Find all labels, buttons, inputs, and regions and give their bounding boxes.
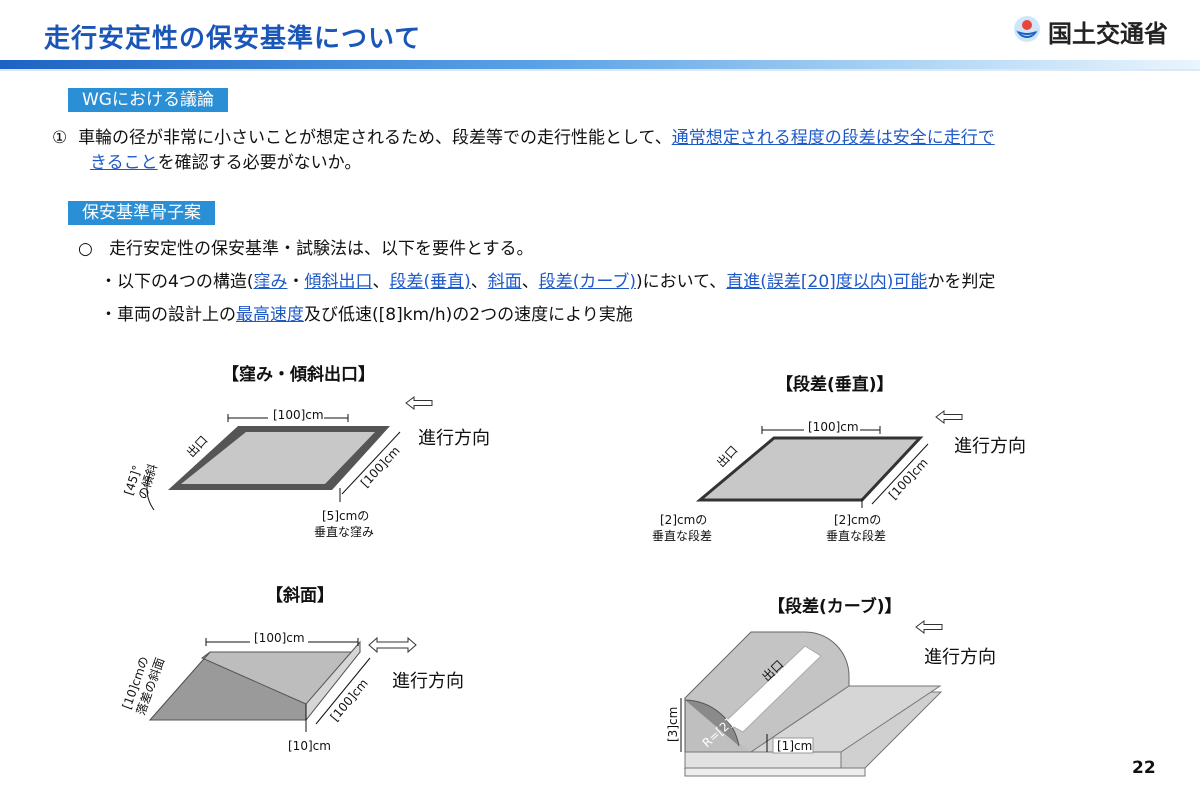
step-vertical-exit-label: 出口 xyxy=(714,443,741,470)
slope-diagram-title: 【斜面】 xyxy=(266,586,334,606)
wg-item-number: ① xyxy=(52,128,68,148)
step-vertical-left-label-2: 垂直な段差 xyxy=(652,528,712,543)
pothole-direction-arrow-icon xyxy=(405,396,433,410)
slope-width-dimension xyxy=(315,657,371,725)
draft-line-1: ・以下の4つの構造(窪み・傾斜出口、段差(垂直)、斜面、段差(カーブ))において… xyxy=(100,270,995,295)
step-vertical-width-dimension xyxy=(871,443,929,505)
pothole-length-label: [100]cm xyxy=(273,408,324,422)
step-curve-height-label: [3]cm xyxy=(666,707,680,742)
pothole-floor xyxy=(181,432,375,484)
pothole-diagram-title: 【窪み・傾斜出口】 xyxy=(222,365,375,385)
pothole-diagram: [100]cm [100]cm 出口 [45]° の傾斜 [5]cmの 垂直な窪… xyxy=(122,408,403,539)
draft-line1-text: 、 xyxy=(521,272,539,292)
wg-item-line-2: きることを確認する必要がないか。 xyxy=(90,151,361,176)
step-curve-diagram-title: 【段差(カーブ)】 xyxy=(768,597,902,617)
step-curve-diagram: 出口 [3]cm R=[2]cm [1]cm xyxy=(666,631,943,777)
pothole-depth-label-2: 垂直な窪み xyxy=(314,524,374,539)
slope-diagram: [100]cm [100]cm [10]cmの 落差の斜面 [10]cm xyxy=(120,630,371,753)
draft-line1-text: 、 xyxy=(372,272,390,292)
draft-line1-highlight: 段差(垂直) xyxy=(389,272,471,292)
step-vertical-right-label-2: 垂直な段差 xyxy=(826,528,886,543)
step-vertical-length-label: [100]cm xyxy=(808,420,859,434)
step-vertical-diagram: [100]cm [100]cm 出口 [2]cmの 垂直な段差 [2]cmの 垂… xyxy=(652,419,931,543)
slope-side-face xyxy=(148,651,307,721)
draft-line-2: ・車両の設計上の最高速度及び低速([8]km/h)の2つの速度により実施 xyxy=(100,303,633,328)
step-curve-radius-fill xyxy=(684,699,740,747)
mlit-logo-icon xyxy=(1014,16,1040,42)
draft-line2-text: ・車両の設計上の xyxy=(100,305,236,325)
step-vertical-right-label: [2]cmの xyxy=(834,513,881,527)
step-curve-direction-arrow-icon xyxy=(915,620,943,634)
step-vertical-left-label: [2]cmの xyxy=(660,513,707,527)
draft-line1-highlight: 傾斜出口 xyxy=(304,272,373,292)
step-curve-base-front xyxy=(684,767,866,777)
title-divider-line xyxy=(0,69,1200,71)
wg-text-2: を確認する必要がないか。 xyxy=(157,153,362,173)
draft-line2-highlight: 最高速度 xyxy=(236,305,304,325)
page-title: 走行安定性の保安基準について xyxy=(44,24,422,54)
draft-bullet: ○ xyxy=(78,239,93,259)
draft-line1-text: )において、 xyxy=(635,272,727,292)
page-number: 22 xyxy=(1132,758,1156,778)
step-vertical-direction-label: 進行方向 xyxy=(954,436,1026,457)
wg-highlight-1: 通常想定される程度の段差は安全に走行で xyxy=(671,128,995,148)
draft-intro: ○ 走行安定性の保安基準・試験法は、以下を要件とする。 xyxy=(78,237,534,262)
slope-length-label: [100]cm xyxy=(254,631,305,645)
step-vertical-plate xyxy=(695,436,924,502)
pothole-angle-arc xyxy=(146,473,155,511)
step-curve-exit-band xyxy=(724,645,822,733)
draft-line2-text: 及び低速([8]km/h)の2つの速度により実施 xyxy=(304,305,633,325)
draft-line1-highlight: 直進(誤差[20]度以内)可能 xyxy=(726,272,928,292)
draft-line1-text: ・以下の4つの構造( xyxy=(100,272,254,292)
wg-item-line-1: ① 車輪の径が非常に小さいことが想定されるため、段差等での走行性能として、通常想… xyxy=(52,126,995,151)
slope-direction-arrow-icon xyxy=(368,637,417,653)
draft-section-label: 保安基準骨子案 xyxy=(68,201,215,225)
draft-intro-text: 走行安定性の保安基準・試験法は、以下を要件とする。 xyxy=(109,239,534,259)
draft-line1-text: かを判定 xyxy=(927,272,996,292)
draft-line1-text: ・ xyxy=(287,272,305,292)
wg-text-1: 車輪の径が非常に小さいことが想定されるため、段差等での走行性能として、 xyxy=(78,128,672,148)
org-name: 国土交通省 xyxy=(1048,20,1168,48)
step-vertical-diagram-title: 【段差(垂直)】 xyxy=(776,375,894,395)
step-curve-step-label: [1]cm xyxy=(777,739,812,753)
draft-line1-text: 、 xyxy=(470,272,488,292)
pothole-width-dimension xyxy=(341,431,401,495)
draft-line1-highlight: 窪み xyxy=(253,272,288,292)
step-curve-lower-front xyxy=(684,751,842,769)
draft-line1-highlight: 斜面 xyxy=(487,272,522,292)
step-vertical-direction-arrow-icon xyxy=(935,410,963,424)
pothole-depth-label: [5]cmの xyxy=(322,509,369,523)
pothole-direction-label: 進行方向 xyxy=(418,428,490,449)
wg-highlight-2: きること xyxy=(90,153,158,173)
step-curve-direction-label: 進行方向 xyxy=(924,647,996,668)
slope-height-bottom-label: [10]cm xyxy=(288,739,331,753)
title-divider-bar xyxy=(0,60,1200,69)
slope-direction-label: 進行方向 xyxy=(392,671,464,692)
draft-line1-highlight: 段差(カーブ) xyxy=(538,272,636,292)
wg-section-label: WGにおける議論 xyxy=(68,88,228,112)
